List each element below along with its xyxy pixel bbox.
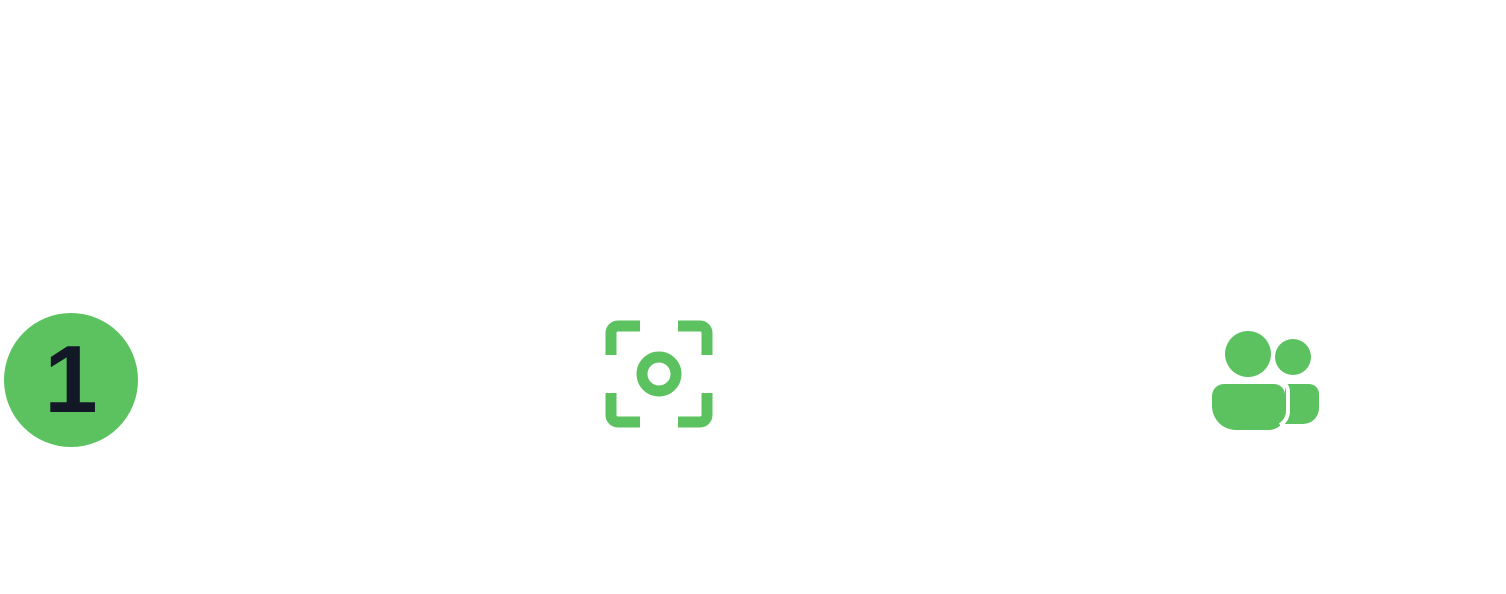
step-number: 1: [44, 326, 98, 433]
focus-camera-icon: [605, 320, 713, 428]
users-icon: [1212, 331, 1319, 430]
step-badge: 1: [4, 313, 138, 447]
